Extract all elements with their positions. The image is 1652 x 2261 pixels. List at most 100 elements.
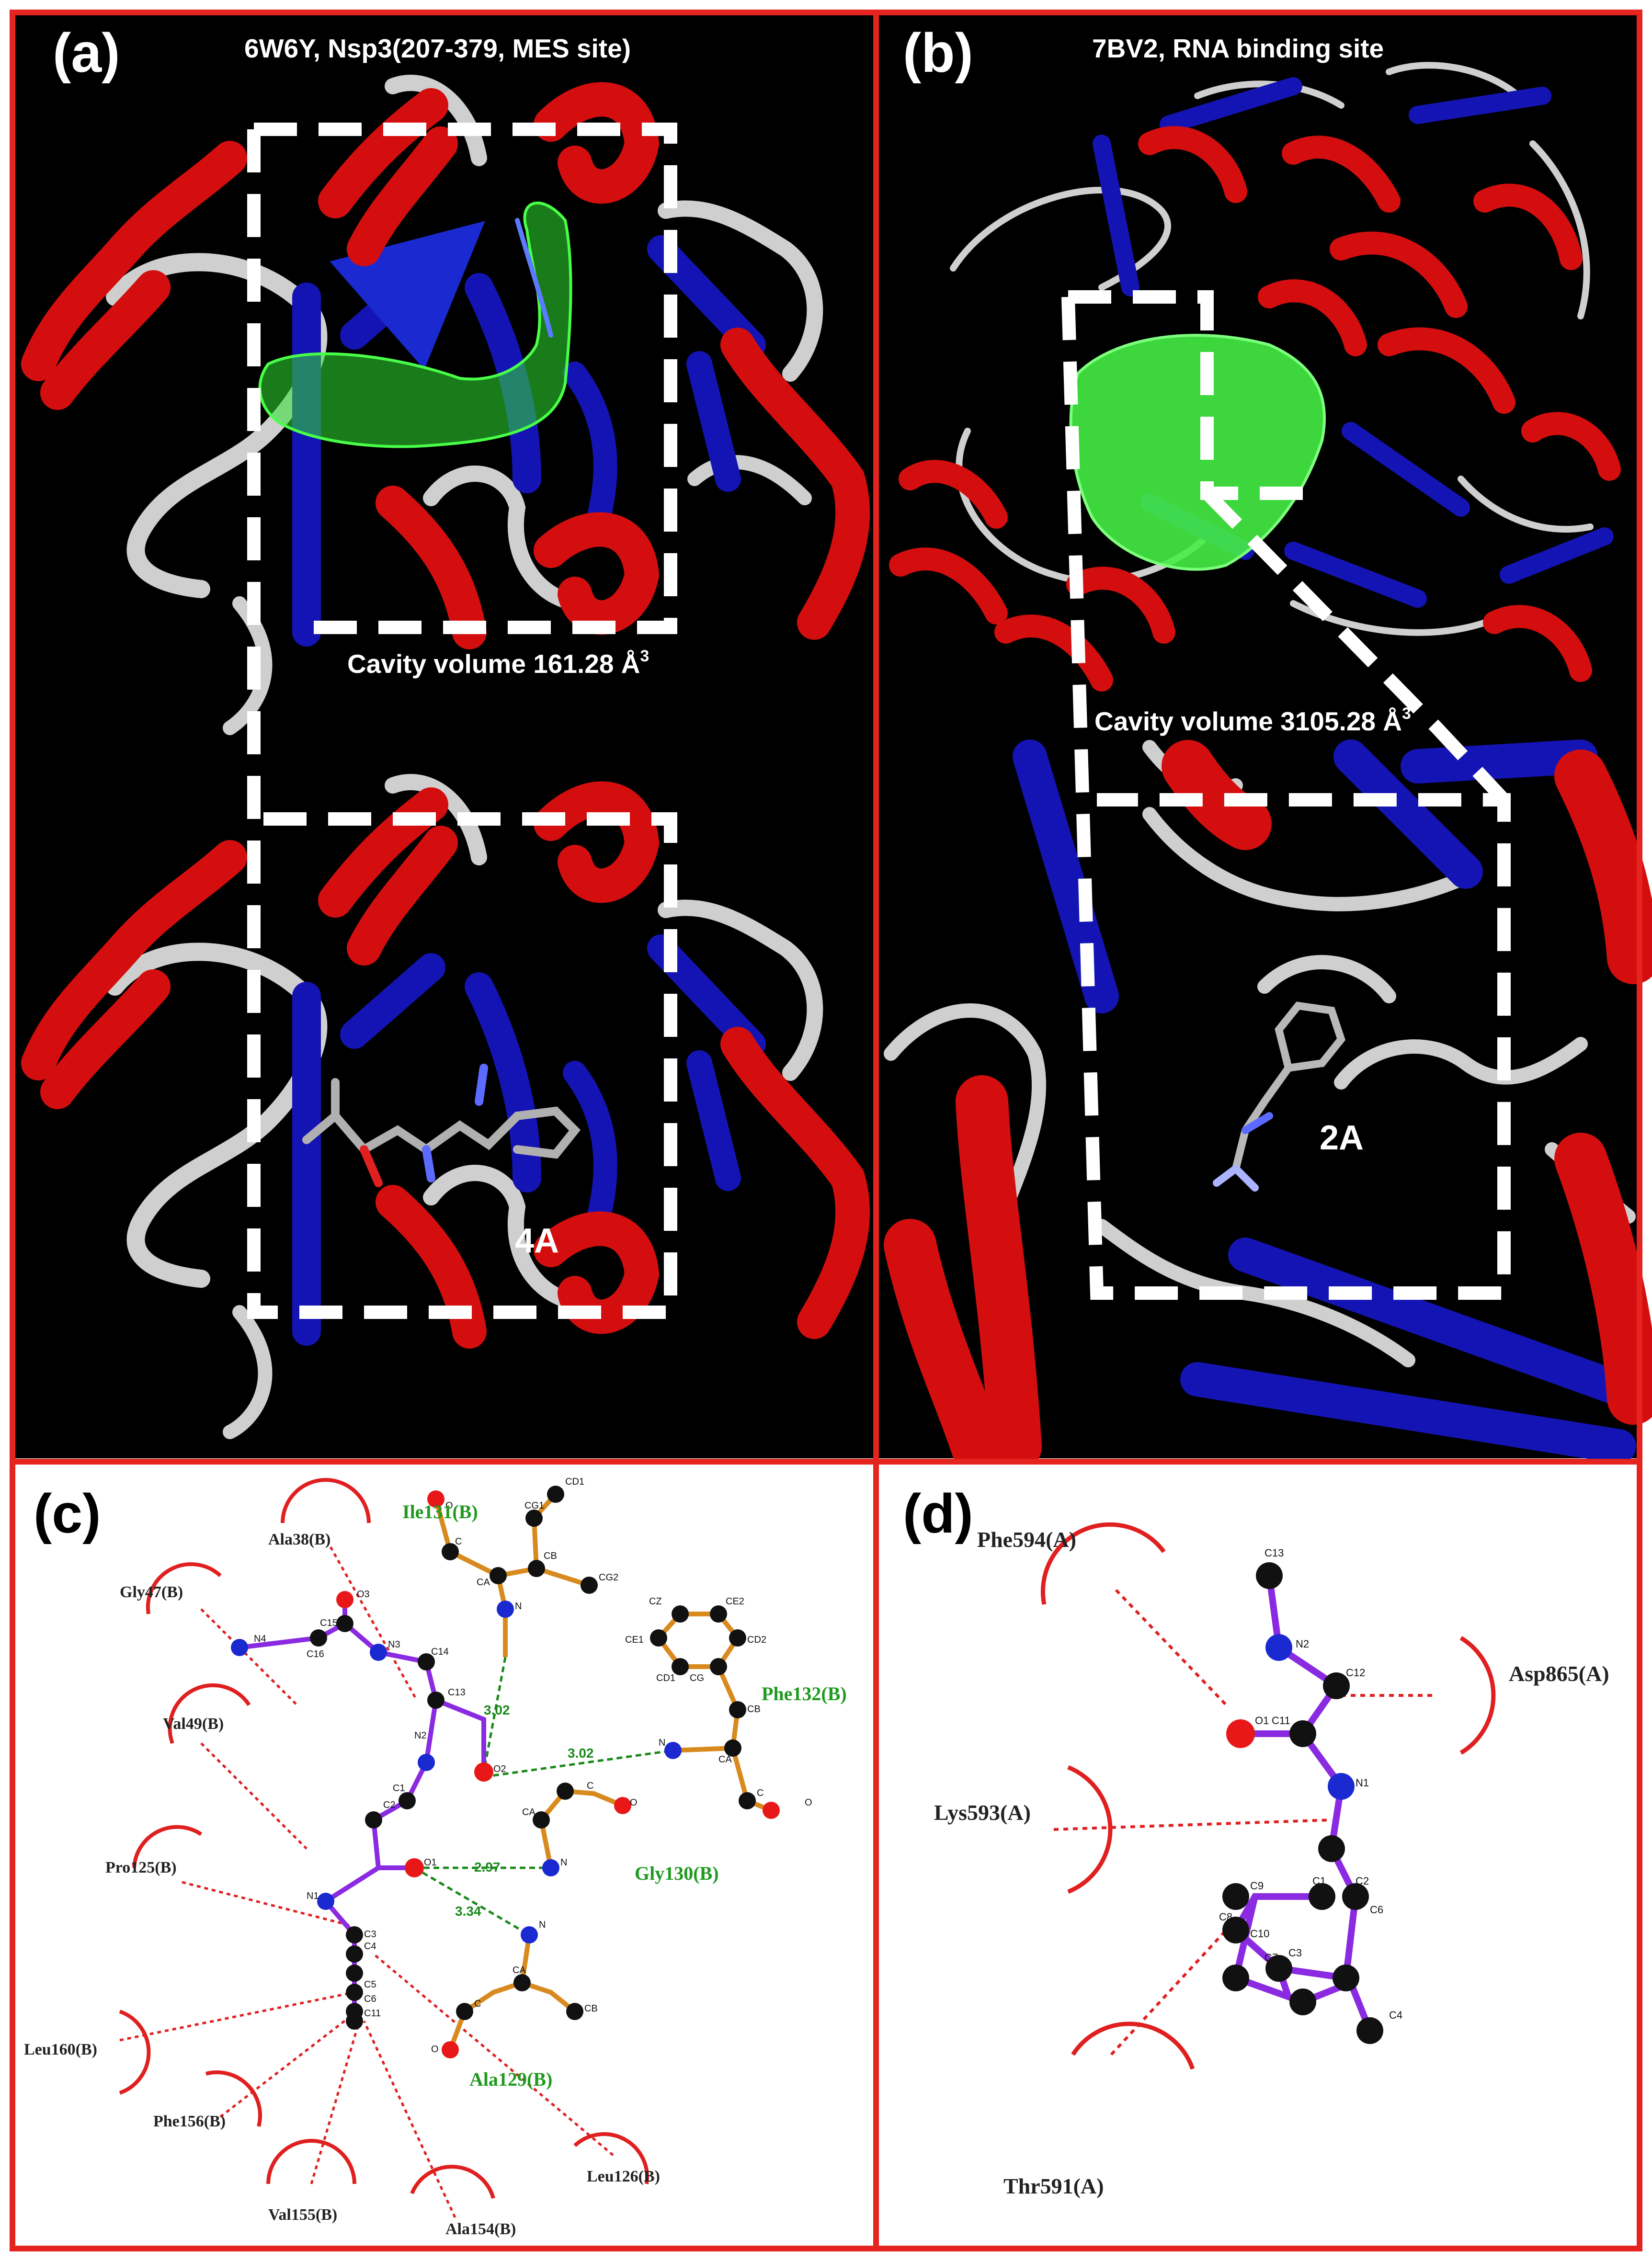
ligand-4a [302,1064,581,1187]
atom-label: CD2 [747,1635,766,1645]
residue-label: Pro125(B) [105,1859,177,1876]
atom-label: C4 [1389,2009,1402,2021]
atom-label: C4 [364,1941,376,1952]
atom-label: C [474,1999,481,2009]
atom-label: CB [584,2003,598,2014]
cavity-mesh-a [258,201,572,448]
cavity-volume-b-sup: 3 [1402,704,1411,723]
panel-c: CD1 CG1 O C CB CG2 CA N O3 C15 N4 N3 C14… [14,1463,874,2247]
panel-label-c: (c) [34,1483,101,1545]
atom-label: N [659,1738,665,1748]
atom-labels-d: C13 N2 C12 O1 C11 N1 C9 C1 C2 C6 C8 C10 … [1219,1547,1402,2021]
residue-label: Gly47(B) [120,1583,183,1601]
atom-label: CG [690,1673,704,1683]
atom-label: CA [477,1577,490,1588]
panel-label-a: (a) [53,23,120,84]
atom-label: C [587,1781,593,1791]
atom-label: CE2 [726,1596,744,1607]
panel-a: (a) 6W6Y, Nsp3(207-379, MES site) Cavity… [14,14,874,1458]
dashed-box-b [1061,290,1511,1300]
atom-label: C1 [1312,1875,1326,1887]
atom-label: CG1 [524,1500,544,1511]
ligand-label-2a: 2A [1320,1119,1364,1157]
residue-label: Ala38(B) [268,1531,330,1548]
panel-c-background [14,1463,874,2247]
atom-label: O [805,1797,812,1808]
hbond-residue-labels-c: Ile131(B) Phe132(B) Gly130(B) Ala129(B) [402,1501,847,2090]
hbonds-c [413,1657,673,1936]
hbond-distance: 2.97 [474,1860,501,1875]
residue-label-hbond: Ile131(B) [402,1501,478,1522]
atom-label: C8 [1219,1911,1232,1923]
atom-label: N3 [388,1639,400,1650]
atoms-d [1222,1562,1383,2044]
panel-d: C13 N2 C12 O1 C11 N1 C9 C1 C2 C6 C8 C10 … [877,1463,1638,2247]
panel-label-d: (d) [903,1483,973,1545]
residue-label: Val49(B) [163,1715,224,1733]
atom-label: O1 [1255,1715,1269,1727]
atom-label: N [515,1601,522,1612]
atom-label: C12 [1346,1667,1365,1679]
atom-label: N1 [1356,1777,1369,1789]
cavity-volume-b: Cavity volume 3105.28 Å3 [1094,704,1411,736]
atom-label: C16 [307,1649,324,1659]
atom-label: C1 [393,1783,405,1794]
protein-a-top [21,75,870,735]
atom-label: C15 [320,1618,338,1628]
panel-title-b: 7BV2, RNA binding site [1092,34,1384,63]
atom-label: CD1 [565,1477,584,1487]
atom-label: N [539,1920,546,1930]
cavity-volume-a: Cavity volume 161.28 Å3 [347,647,649,679]
atom-label: C14 [431,1647,449,1657]
hydrophobic-contacts-d [1053,1589,1437,2056]
atom-label: N1 [307,1891,319,1901]
atom-label: N [560,1857,567,1868]
hbond-distance: 3.02 [484,1703,510,1717]
atom-label: O3 [357,1589,370,1600]
atom-label: CA [522,1807,535,1818]
atom-label: C10 [1250,1928,1269,1940]
atom-label: CB [747,1704,761,1715]
protein-b-top [889,62,1621,692]
atom-label: CB [544,1551,557,1561]
atom-label: C7 [1265,1952,1278,1964]
atom-label: CE1 [625,1635,644,1645]
residue-label-hbond: Ala129(B) [469,2068,552,2090]
atom-label: O [445,1500,453,1511]
atom-label: C3 [364,1929,376,1940]
residue-label: Lys593(A) [934,1800,1031,1825]
residue-label: Ala154(B) [445,2220,516,2238]
hbond-distances-c: 3.02 3.02 2.97 3.34 [455,1703,594,1919]
atoms-c [231,1486,780,2058]
protein-a-bottom [21,774,870,1439]
atom-label: C13 [448,1687,466,1698]
atom-label: C6 [1370,1904,1383,1916]
atom-label: CA [513,1965,526,1976]
residue-label: Phe156(B) [153,2113,226,2130]
residue-label-hbond: Gly130(B) [635,1863,719,1884]
atom-label: N4 [254,1634,266,1644]
residue-labels-c: Ala38(B) Gly47(B) Val49(B) Pro125(B) Leu… [24,1531,660,2238]
residue-label: Leu160(B) [24,2041,97,2058]
cavity-volume-a-value: Cavity volume 161.28 Å [347,649,640,679]
cavity-volume-b-value: Cavity volume 3105.28 Å [1094,706,1402,736]
atom-label: N2 [1296,1638,1309,1650]
dashed-box-a [247,123,677,1319]
atom-label: N2 [414,1730,427,1741]
atom-label: O1 [424,1857,437,1868]
atom-label: C9 [1250,1880,1264,1892]
residue-label: Leu126(B) [587,2168,660,2185]
atom-label: O [630,1797,638,1808]
atom-label: C11 [364,2008,381,2019]
atom-label: CD1 [656,1673,675,1683]
panel-title-a: 6W6Y, Nsp3(207-379, MES site) [244,34,631,63]
hydrophobic-contacts-c [119,1546,614,2218]
residue-label: Asp865(A) [1509,1661,1609,1686]
atom-label: C11 [1272,1715,1290,1727]
atom-label: C3 [1288,1947,1302,1959]
cavity-mesh-b [1069,334,1326,571]
atom-label: O2 [493,1764,506,1774]
residue-label: Phe594(A) [977,1527,1076,1552]
hydrophobic-arcs-c [119,1478,649,2199]
